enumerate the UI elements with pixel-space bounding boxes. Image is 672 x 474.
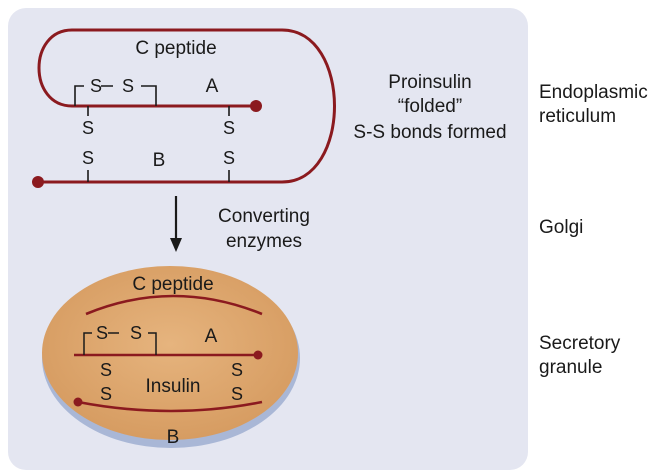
c-peptide-loop <box>37 28 336 184</box>
granule-b-chain-label: B <box>167 427 180 448</box>
b-chain-label: B <box>153 150 166 171</box>
granule-b-chain-terminus <box>73 397 83 407</box>
location-er-line-2: reticulum <box>539 106 616 127</box>
a-chain-label: A <box>206 76 219 97</box>
converting-label: Converting <box>218 206 310 227</box>
location-secretory-line-2: granule <box>539 357 602 378</box>
interchain-right-s1: S <box>223 118 235 138</box>
caption-line-2: “folded” <box>398 96 462 117</box>
a-chain-terminus <box>250 100 262 112</box>
interchain-left-s2: S <box>82 148 94 168</box>
granule-intrachain-bracket <box>83 332 157 355</box>
granule-intrachain-s-left: S <box>96 323 108 343</box>
proinsulin-structure: S S S S S S C peptide A B <box>32 28 336 188</box>
caption-line-1: Proinsulin <box>388 72 471 93</box>
intrachain-bond-bracket <box>74 85 157 106</box>
proinsulin-caption: Proinsulin “folded” S-S bonds formed <box>353 72 506 143</box>
granule-interchain-right-s2: S <box>231 384 243 404</box>
location-golgi: Golgi <box>539 217 583 238</box>
granule-interchain-right-s1: S <box>231 360 243 380</box>
granule-b-chain-arc <box>77 400 263 413</box>
secretory-granule: S S S S S S C peptide A Insulin B <box>42 266 300 448</box>
granule-interchain-left-s2: S <box>100 384 112 404</box>
c-peptide-label: C peptide <box>135 38 216 59</box>
granule-c-peptide-arc <box>85 294 263 316</box>
interchain-left-s1: S <box>82 118 94 138</box>
location-labels: Endoplasmic reticulum Golgi Secretory gr… <box>539 82 648 378</box>
conversion-arrow <box>170 196 182 252</box>
granule-interchain-left-s1: S <box>100 360 112 380</box>
granule-c-peptide-label: C peptide <box>132 274 213 295</box>
intrachain-s-right: S <box>122 76 134 96</box>
granule-a-chain-label: A <box>205 326 218 347</box>
granule-intrachain-s-right: S <box>130 323 142 343</box>
location-er-line-1: Endoplasmic <box>539 82 648 103</box>
enzymes-label: enzymes <box>226 231 302 252</box>
location-secretory-line-1: Secretory <box>539 333 621 354</box>
interchain-right-s2: S <box>223 148 235 168</box>
insulin-label: Insulin <box>146 376 201 397</box>
b-chain-terminus <box>32 176 44 188</box>
granule-body <box>42 266 298 440</box>
granule-a-chain-terminus <box>253 350 263 360</box>
caption-line-3: S-S bonds formed <box>353 122 506 143</box>
intrachain-s-left: S <box>90 76 102 96</box>
